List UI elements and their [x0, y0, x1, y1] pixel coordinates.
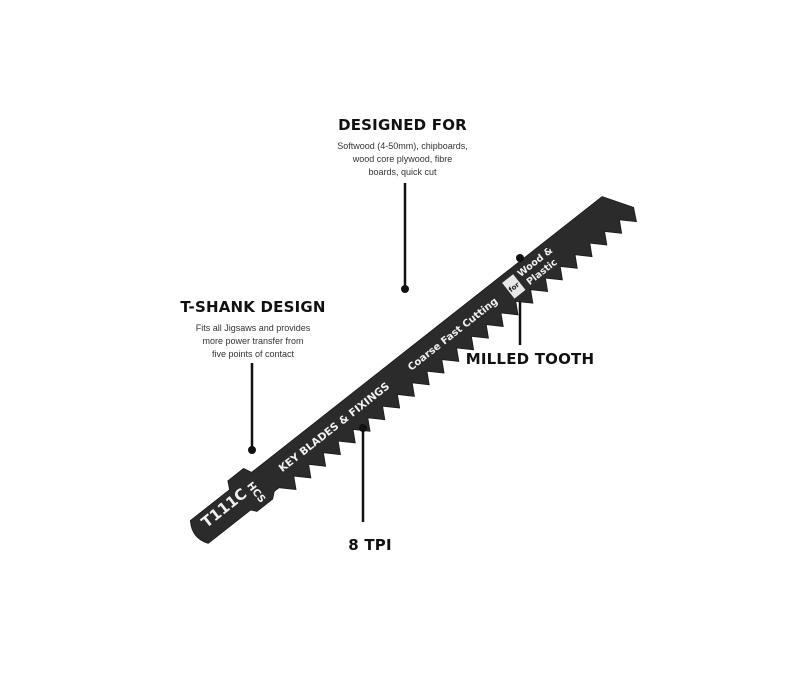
callout-designed-for: DESIGNED FOR Softwood (4-50mm), chipboar… [315, 116, 490, 179]
blade-for-box [502, 274, 526, 299]
dot-designed-for [401, 285, 409, 293]
callout-designed-for-title: DESIGNED FOR [338, 116, 467, 134]
callout-t-shank-title: T-SHANK DESIGN [180, 298, 326, 316]
dot-tpi [359, 424, 367, 432]
blade-body [189, 196, 637, 544]
callout-tpi: 8 TPI [320, 536, 420, 554]
callout-designed-for-line: Softwood (4-50mm), chipboards, [337, 141, 468, 151]
callout-t-shank-line: five points of contact [211, 349, 295, 359]
callout-designed-for-line: wood core plywood, fibre [352, 154, 453, 164]
leader-dots [248, 254, 524, 454]
dot-t-shank [248, 446, 256, 454]
callout-t-shank-line: more power transfer from [202, 336, 304, 346]
dot-milled-tooth [516, 254, 524, 262]
callout-t-shank-line: Fits all Jigsaws and provides [195, 323, 311, 333]
callout-designed-for-description: Softwood (4-50mm), chipboards, wood core… [315, 140, 490, 179]
callout-designed-for-line: boards, quick cut [368, 167, 437, 177]
callout-milled-tooth-title: MILLED TOOTH [465, 350, 595, 368]
callout-t-shank: T-SHANK DESIGN Fits all Jigsaws and prov… [168, 298, 338, 361]
callout-milled-tooth: MILLED TOOTH [460, 350, 600, 368]
callout-t-shank-description: Fits all Jigsaws and provides more power… [168, 322, 338, 361]
blade-brand-label: KEY BLADES & FIXINGS [277, 380, 392, 474]
callout-tpi-title: 8 TPI [348, 536, 392, 554]
